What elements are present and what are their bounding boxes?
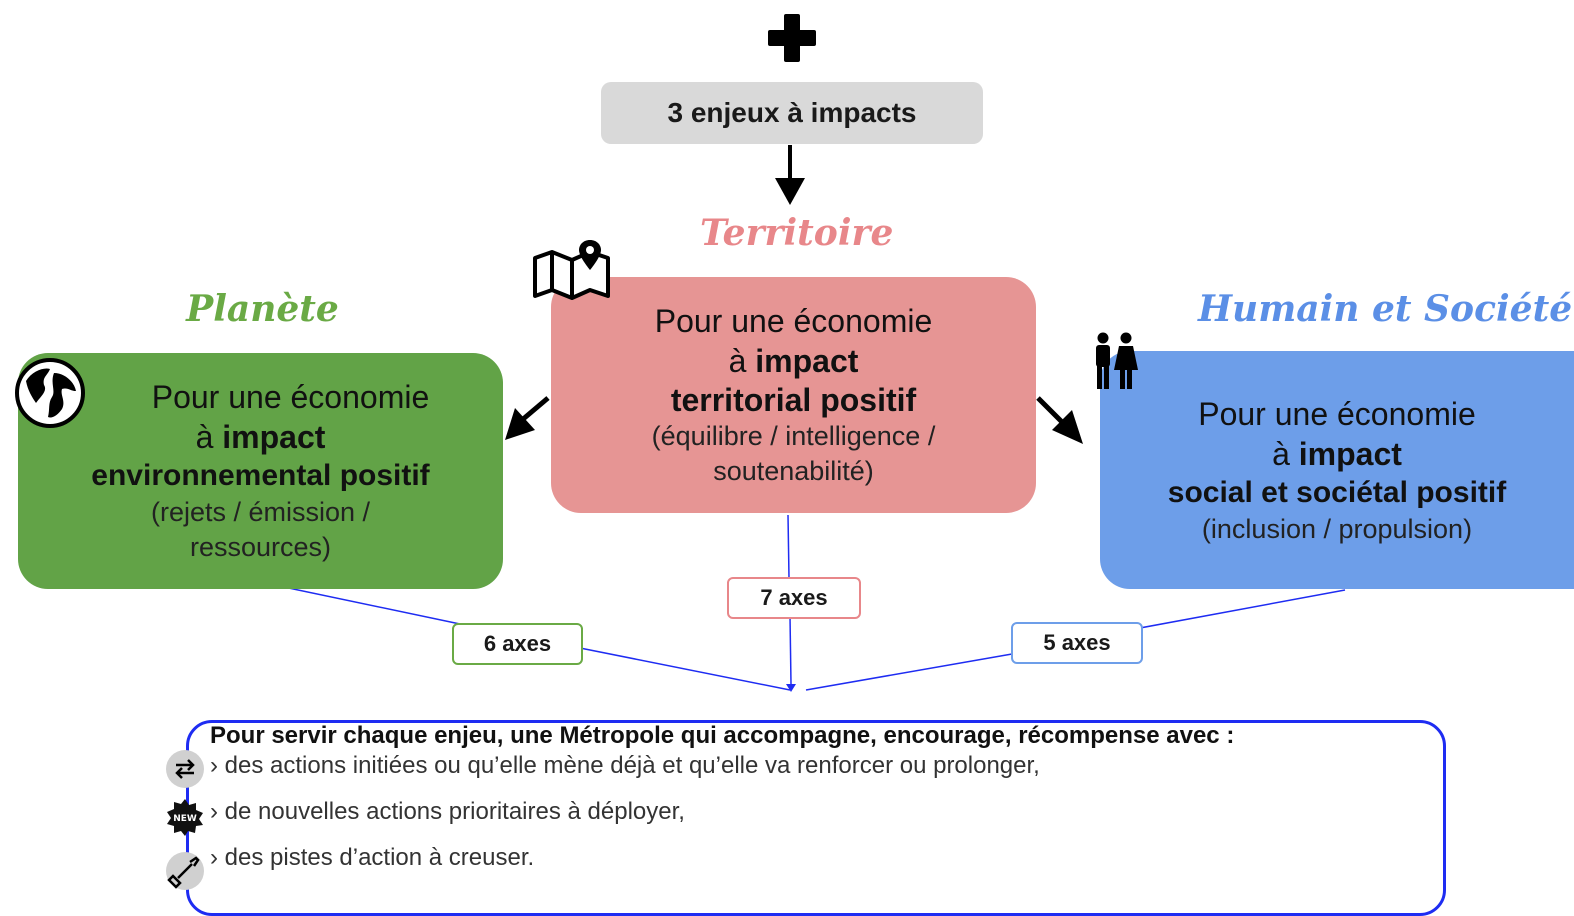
arrow-head-right <box>1052 410 1083 444</box>
bullet-existing-actions: › des actions initiées ou qu’elle mène d… <box>210 752 1040 779</box>
card-territoire-line2: à impact <box>728 343 859 379</box>
card-territoire-line4: (équilibre / intelligence / <box>651 421 936 451</box>
plus-icon <box>768 14 816 62</box>
connector-territoire-2 <box>789 615 792 685</box>
connector-humain-2 <box>805 653 1013 691</box>
card-territoire: Pour une économie à impact territorial p… <box>551 277 1036 513</box>
card-planete-line5: ressources) <box>189 532 332 562</box>
arrow-head-down <box>775 178 805 205</box>
people-icon <box>1096 332 1138 389</box>
axes-territoire: 7 axes <box>727 577 861 619</box>
axes-planete: 6 axes <box>452 623 583 665</box>
card-planete: Pour une économie à impact environnement… <box>18 353 503 589</box>
card-humain-line4: (inclusion / propulsion) <box>1201 513 1473 544</box>
bottom-title: Pour servir chaque enjeu, une Métropole … <box>210 722 1235 749</box>
connector-tip <box>786 684 796 692</box>
header-label: 3 enjeux à impacts <box>667 97 917 128</box>
card-planete-line1: Pour une économie <box>151 379 430 415</box>
title-planete: Planète <box>186 288 339 330</box>
arrow-territoire-to-planete <box>520 396 550 422</box>
card-territoire-line3: territorial positif <box>670 382 917 418</box>
card-humain-line3: social et sociétal positif <box>1167 475 1507 509</box>
card-planete-line3: environnemental positif <box>91 459 430 492</box>
card-humain-line1: Pour une économie <box>1198 395 1476 432</box>
arrow-territoire-to-humain <box>1036 396 1066 426</box>
connector-planete-2 <box>579 647 791 691</box>
card-planete-line4: (rejets / émission / <box>150 497 371 527</box>
title-territoire: Territoire <box>700 212 894 254</box>
connector-territoire <box>787 514 790 579</box>
connector-planete <box>259 581 461 625</box>
new-badge-icon: NEW <box>166 798 204 836</box>
svg-text:NEW: NEW <box>173 814 197 824</box>
header-box: 3 enjeux à impacts <box>601 82 983 144</box>
card-territoire-line5: soutenabilité) <box>713 456 874 486</box>
arrow-head-left <box>505 408 535 440</box>
globe-icon <box>15 358 85 428</box>
axes-humain: 5 axes <box>1011 622 1143 664</box>
card-territoire-line1: Pour une économie <box>654 303 933 339</box>
connector-humain <box>1139 589 1346 629</box>
card-planete-line2: à impact <box>195 419 326 455</box>
connector-lines <box>259 145 1346 692</box>
shovel-icon <box>166 852 204 890</box>
bullet-new-actions: › de nouvelles actions prioritaires à dé… <box>210 798 685 825</box>
card-humain-line2: à impact <box>1272 435 1402 472</box>
sync-arrows-icon <box>166 750 204 788</box>
title-humain: Humain et Société <box>1198 288 1573 330</box>
card-humain: Pour une économie à impact social et soc… <box>1100 351 1574 589</box>
bullet-action-leads: › des pistes d’action à creuser. <box>210 844 535 871</box>
map-pin-icon <box>533 240 610 300</box>
